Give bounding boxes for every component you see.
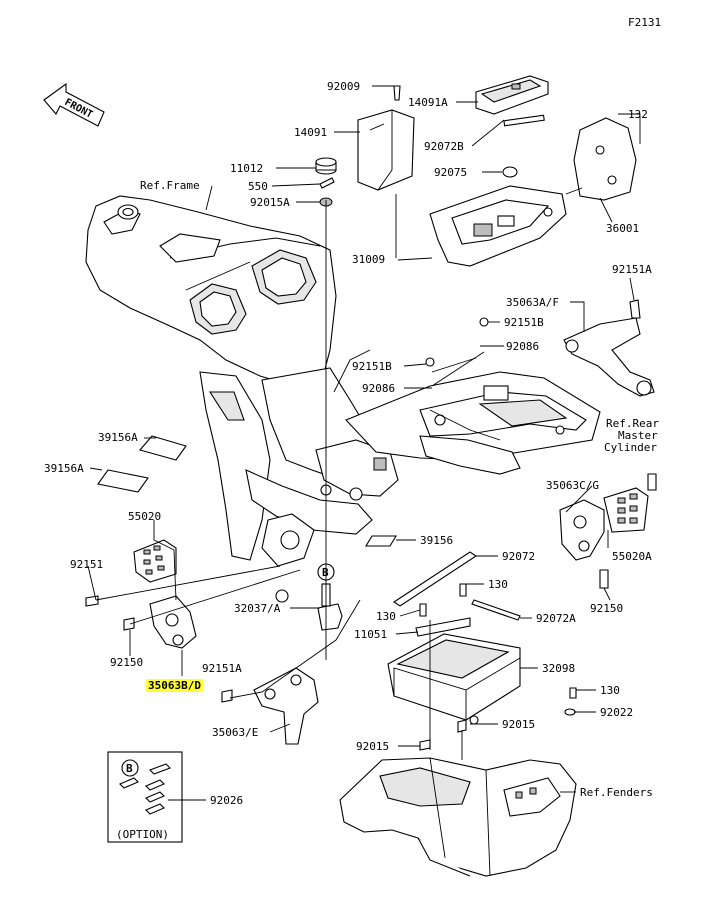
ref-frame-label: Ref.Frame [140, 179, 200, 192]
ref-fenders-label: Ref.Fenders [580, 786, 653, 799]
callout-92015-b[interactable]: 92015 [356, 740, 390, 753]
callout-31009[interactable]: 31009 [352, 253, 386, 266]
right-footrest [559, 473, 657, 589]
marker-b-option-label: B [126, 762, 133, 775]
front-arrow-icon: FRONT [43, 82, 105, 127]
callout-92151B-1[interactable]: 92151B [504, 316, 544, 329]
cap-11012 [315, 157, 337, 175]
callout-92151B-2[interactable]: 92151B [352, 360, 392, 373]
callout-130-b[interactable]: 130 [376, 610, 396, 623]
bolt-32037A [317, 583, 343, 631]
callout-36001[interactable]: 36001 [606, 222, 640, 235]
callout-92151[interactable]: 92151 [70, 558, 104, 571]
callout-39156[interactable]: 39156 [420, 534, 454, 547]
option-label: (OPTION) [116, 828, 169, 841]
callout-39156A-2[interactable]: 39156A [44, 462, 84, 475]
battery-tray-32098 [387, 617, 521, 725]
callout-14091[interactable]: 14091 [294, 126, 328, 139]
callout-14091A[interactable]: 14091A [408, 96, 448, 109]
callout-132[interactable]: 132 [628, 108, 648, 121]
ref-rear-label: Ref.Rear [606, 417, 659, 430]
pad-39156A-1 [139, 435, 187, 461]
callout-92015A[interactable]: 92015A [250, 196, 290, 209]
callout-92015[interactable]: 92015 [502, 718, 536, 731]
pad-39156A-2 [97, 469, 149, 493]
pad-39156 [365, 535, 397, 547]
callout-130-a[interactable]: 130 [488, 578, 508, 591]
ref-master-label: Master [618, 429, 658, 442]
callout-32037A[interactable]: 32037/A [234, 602, 281, 615]
callout-130-c[interactable]: 130 [600, 684, 620, 697]
cover-14091A [475, 75, 549, 115]
callout-55020A[interactable]: 55020A [612, 550, 652, 563]
callout-55020[interactable]: 55020 [128, 510, 162, 523]
callout-92086-2[interactable]: 92086 [362, 382, 396, 395]
callout-92022[interactable]: 92022 [600, 706, 634, 719]
callout-92150-right[interactable]: 92150 [590, 602, 624, 615]
callout-35063E[interactable]: 35063/E [212, 726, 259, 739]
box-14091 [357, 109, 415, 191]
leader-lines [87, 85, 641, 793]
option-box [107, 751, 206, 843]
callout-92150-left[interactable]: 92150 [110, 656, 144, 669]
callout-92026[interactable]: 92026 [210, 794, 244, 807]
callout-92072A[interactable]: 92072A [536, 612, 576, 625]
callout-92086-1[interactable]: 92086 [506, 340, 540, 353]
callout-92151A-mid[interactable]: 92151A [202, 662, 242, 675]
callout-550[interactable]: 550 [248, 180, 268, 193]
callout-32098[interactable]: 32098 [542, 662, 576, 675]
main-frame-drawing [85, 195, 601, 603]
battery-case-31009 [429, 185, 567, 267]
marker-b-top-label: B [322, 566, 329, 579]
marker-b-option [121, 759, 139, 777]
link-35063AF [563, 299, 655, 397]
callout-39156A-1[interactable]: 39156A [98, 431, 138, 444]
callout-11012[interactable]: 11012 [230, 162, 264, 175]
callout-92151A-top[interactable]: 92151A [612, 263, 652, 276]
left-footrest [85, 539, 197, 649]
callout-11051[interactable]: 11051 [354, 628, 388, 641]
ref-cylinder-label: Cylinder [604, 441, 657, 454]
callout-92009[interactable]: 92009 [327, 80, 361, 93]
bracket-36001 [565, 117, 637, 201]
callout-92072[interactable]: 92072 [502, 550, 536, 563]
callout-35063AF[interactable]: 35063A/F [506, 296, 559, 309]
rear-fender [339, 757, 577, 877]
bracket-35063E [221, 667, 319, 745]
callout-35063CG[interactable]: 35063C/G [546, 479, 599, 492]
callout-35063BD-highlighted[interactable]: 35063B/D [146, 679, 203, 692]
callout-92075[interactable]: 92075 [434, 166, 468, 179]
callout-92072B[interactable]: 92072B [424, 140, 464, 153]
diagram-code: F2131 [628, 16, 662, 29]
